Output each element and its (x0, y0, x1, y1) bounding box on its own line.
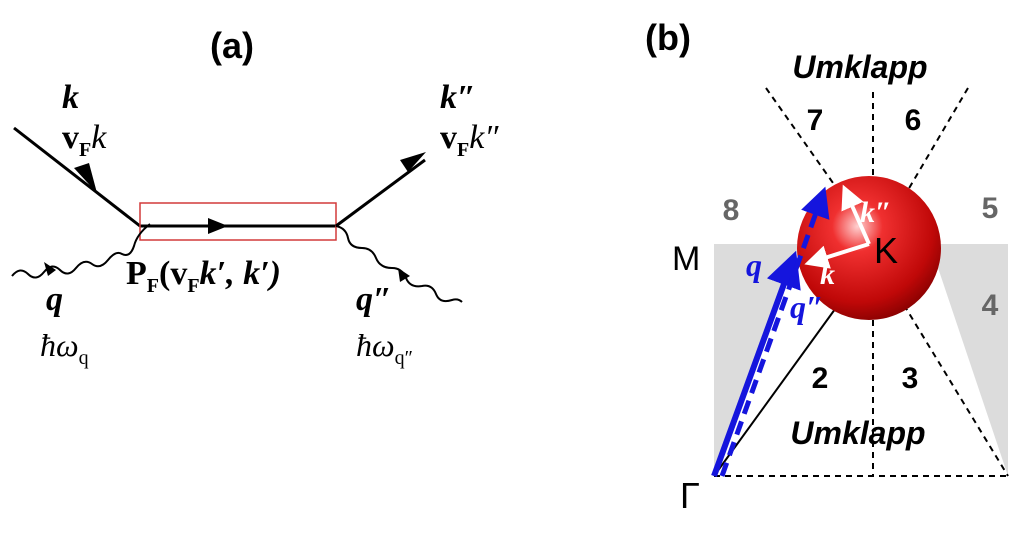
outgoing-phonon-energy-label: ħωq″ (356, 327, 413, 369)
q-vector-arrow (711, 250, 801, 478)
umklapp-top-label: Umklapp (792, 49, 927, 85)
region-4-label: 4 (982, 289, 999, 322)
k-vector-arrow (804, 242, 870, 269)
region-6-label: 6 (905, 104, 922, 137)
outgoing-phonon-arrow-icon (398, 268, 410, 282)
gamma-point-label: Γ (680, 475, 700, 516)
panel-a-title: (a) (210, 25, 254, 66)
propagator-label: PF(vFk′, k′) (126, 255, 281, 297)
propagator-line (140, 218, 336, 234)
panel-b-title: (b) (645, 17, 691, 58)
shaded-zone-right (930, 244, 1008, 476)
region-2-label: 2 (812, 362, 829, 395)
incoming-momentum-label: k (62, 79, 79, 116)
q2-vector-label: q″ (790, 289, 824, 325)
outgoing-momentum-label: k″ (440, 79, 476, 116)
incoming-arrow-icon (74, 163, 97, 193)
outgoing-phonon-momentum-label: q″ (356, 281, 392, 318)
incoming-phonon-arrow-icon (44, 262, 56, 276)
k-vector-label: k (820, 258, 835, 291)
region-3-label: 3 (902, 362, 919, 395)
incoming-phonon-momentum-label: q (46, 281, 63, 318)
outgoing-phonon-wave (335, 225, 463, 303)
umklapp-bottom-label: Umklapp (790, 415, 925, 451)
outgoing-arrow-icon (400, 152, 426, 172)
k-point-sphere (797, 176, 941, 320)
sector-boundaries (714, 87, 1009, 477)
k2-vector-label: k″ (860, 196, 892, 229)
panel-a: (a) k vFk k″ vFk″ PF(vFk′, k′) q ħωq (11, 25, 499, 369)
incoming-phonon-energy-label: ħωq (40, 327, 89, 369)
propagator-highlight-box (139, 202, 337, 241)
region-8-label: 8 (723, 194, 740, 227)
q2-vector-arrow (719, 186, 830, 477)
incoming-energy-label: vFk (62, 119, 107, 161)
k-point-label: K (874, 230, 898, 271)
outgoing-energy-label: vFk″ (440, 119, 499, 161)
incoming-phonon-wave (11, 223, 151, 279)
m-point-label: M (672, 240, 700, 278)
propagator-arrow-icon (208, 218, 228, 234)
region-5-label: 5 (982, 192, 999, 225)
incoming-electron-line (13, 126, 141, 228)
region-7-label: 7 (807, 104, 824, 137)
k2-vector-arrow (841, 184, 871, 245)
panel-b: (b) Umklapp Umklapp 7 6 8 5 4 2 (645, 17, 1009, 516)
outgoing-electron-line (335, 152, 426, 228)
q-vector-label: q (746, 247, 762, 283)
white-wedge-bottom (714, 305, 1008, 476)
